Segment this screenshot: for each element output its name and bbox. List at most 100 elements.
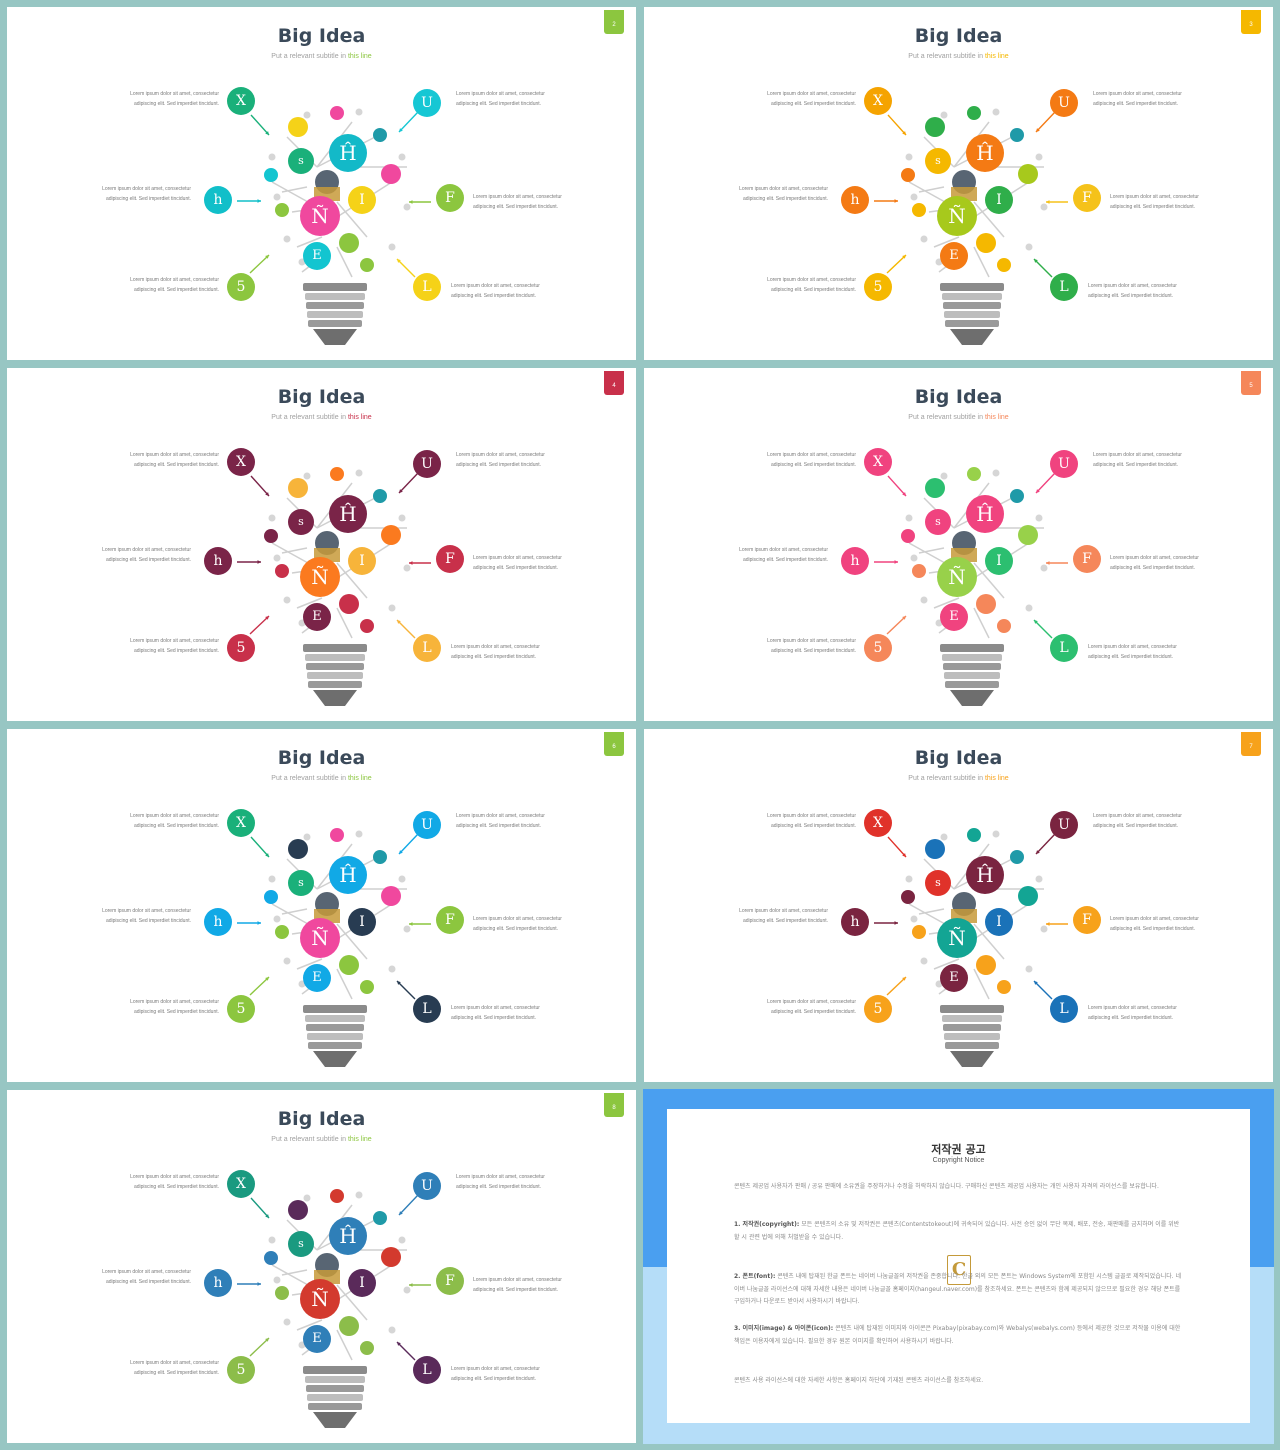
node-dot xyxy=(403,203,411,211)
letter-circle-big2: Ñ xyxy=(937,918,977,958)
bulb-tip xyxy=(313,1051,357,1067)
node-dot xyxy=(283,596,291,604)
bulb-thread xyxy=(306,663,364,670)
letter-circle-h: h xyxy=(204,186,232,214)
node-dot xyxy=(283,1318,291,1326)
branch-line xyxy=(296,236,323,248)
node-dot xyxy=(403,1286,411,1294)
bubble-circle xyxy=(1018,525,1038,545)
lorem-text: Lorem ipsum dolor sit amet, consectetur … xyxy=(1088,644,1177,660)
bubble-circle xyxy=(330,106,344,120)
letter-circle-s: s xyxy=(925,870,951,896)
bubble-circle xyxy=(264,529,278,543)
bubble-circle xyxy=(330,467,344,481)
branch-line xyxy=(336,607,353,639)
lorem-text: Lorem ipsum dolor sit amet, consectetur … xyxy=(767,91,856,107)
node-dot xyxy=(940,111,948,119)
bubble-circle xyxy=(275,564,289,578)
bulb-base-top xyxy=(940,1005,1004,1013)
bubble-circle xyxy=(976,594,996,614)
node-dot xyxy=(910,554,918,562)
letter-circle-big1: Ĥ xyxy=(966,856,1004,894)
bubble-circle xyxy=(925,117,945,137)
arrow-head xyxy=(265,1338,269,1342)
lorem-text: Lorem ipsum dolor sit amet, consectetur … xyxy=(767,638,856,654)
lorem-text: Lorem ipsum dolor sit amet, consectetur … xyxy=(130,91,219,107)
branch-line xyxy=(336,562,368,599)
letter-circle-f: F xyxy=(436,545,464,573)
letter-circle-x: X xyxy=(227,809,255,837)
letter-circle-u: U xyxy=(413,89,441,117)
letter-circle-s: s xyxy=(288,1231,314,1257)
pointer-arrow xyxy=(396,1341,416,1361)
pointer-arrow xyxy=(1035,111,1056,133)
bubble-circle xyxy=(288,117,308,137)
bulb-tip xyxy=(950,690,994,706)
bulb-illustration xyxy=(874,828,1068,1067)
bubble-circle xyxy=(275,925,289,939)
bubble-circle xyxy=(1018,886,1038,906)
arrow-head xyxy=(902,977,906,981)
lorem-text: Lorem ipsum dolor sit amet, consectetur … xyxy=(1110,916,1199,932)
bulb-thread xyxy=(944,1033,1000,1040)
node-dot xyxy=(403,925,411,933)
arrow-head xyxy=(1034,259,1038,263)
branch-line xyxy=(918,908,945,915)
letter-circle-big1: Ĥ xyxy=(329,856,367,894)
bulb-thread xyxy=(945,681,999,688)
bubble-circle xyxy=(360,1341,374,1355)
bulb-thread xyxy=(942,654,1002,661)
bulb-base-top xyxy=(303,644,367,652)
node-dot xyxy=(398,1236,406,1244)
bulb-thread xyxy=(307,1033,363,1040)
letter-circle-h: h xyxy=(841,547,869,575)
pointer-arrow xyxy=(250,836,270,858)
bulb-illustration xyxy=(237,467,431,706)
slide-title: Big Idea xyxy=(277,747,366,769)
arrow-head xyxy=(902,492,906,496)
branch-line xyxy=(281,1269,308,1276)
notice-image-body: 콘텐츠 내에 탑재된 이미지와 아이콘은 Pixabay(pixabay.com… xyxy=(734,1325,1181,1345)
letter-circle-big1: Ĥ xyxy=(329,1217,367,1255)
arrow-head xyxy=(1046,561,1050,565)
pointer-arrow xyxy=(887,114,907,136)
subtitle-highlight: this line xyxy=(984,414,1009,421)
letter-circle-x: X xyxy=(227,448,255,476)
bubble-circle xyxy=(360,619,374,633)
lorem-text: Lorem ipsum dolor sit amet, consectetur … xyxy=(473,555,562,571)
letter-circle-five: 5 xyxy=(227,634,255,662)
subtitle-text: Put a relevant subtitle in xyxy=(271,53,348,60)
bulb-thread xyxy=(942,293,1002,300)
bubble-circle xyxy=(373,128,387,142)
node-dot xyxy=(910,915,918,923)
slide-subtitle: Put a relevant subtitle in this line xyxy=(7,775,636,782)
subtitle-text: Put a relevant subtitle in xyxy=(271,1136,348,1143)
letter-circle-x: X xyxy=(864,448,892,476)
arrow-head xyxy=(399,489,403,493)
letter-circle-x: X xyxy=(864,87,892,115)
branch-line xyxy=(296,1319,323,1331)
pointer-arrow xyxy=(398,472,419,494)
pointer-arrow xyxy=(249,615,270,635)
bubble-circle xyxy=(976,233,996,253)
bubble-circle xyxy=(912,925,926,939)
slide-title: Big Idea xyxy=(914,25,1003,47)
arrow-head xyxy=(257,560,261,564)
bubble-circle xyxy=(275,203,289,217)
node-dot xyxy=(1035,514,1043,522)
pointer-arrow xyxy=(398,1194,419,1216)
bubble-circle xyxy=(901,890,915,904)
bubble-circle xyxy=(339,955,359,975)
copyright-notice-slide: 저작권 공고 Copyright Notice 콘텐츠 제공업 사용자가 판매 … xyxy=(643,1089,1274,1444)
node-dot xyxy=(1040,564,1048,572)
pointer-arrow xyxy=(250,114,270,136)
pointer-arrow xyxy=(396,980,416,1000)
letter-circle-l: L xyxy=(413,273,441,301)
node-dot xyxy=(403,564,411,572)
bubble-circle xyxy=(330,828,344,842)
bubble-circle xyxy=(1010,489,1024,503)
letter-circle-big1: Ĥ xyxy=(329,495,367,533)
branch-line xyxy=(281,547,308,554)
